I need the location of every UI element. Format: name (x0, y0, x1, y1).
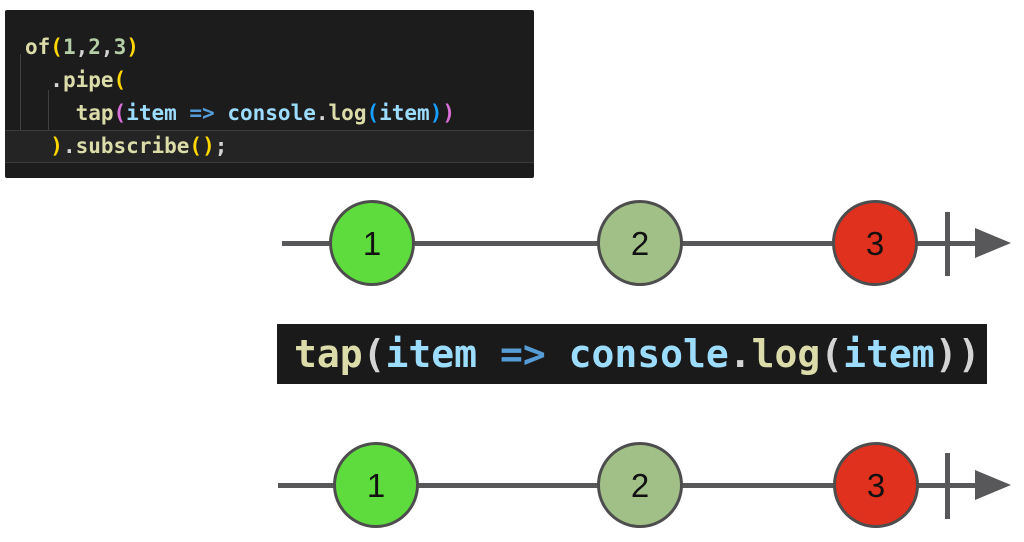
code-line-pipe: .pipe( (5, 64, 534, 97)
code-token: log (328, 101, 367, 125)
code-token: ( (366, 101, 380, 125)
code-token: . (315, 101, 329, 125)
marble-label: 1 (366, 466, 386, 504)
code-token: , (100, 35, 114, 59)
code-token: ( (362, 332, 386, 376)
code-token: ( (820, 332, 844, 376)
code-token: of (25, 35, 51, 59)
code-token (25, 101, 76, 125)
marble-label: 3 (865, 224, 885, 262)
marble-1: 1 (329, 200, 415, 286)
code-token: console (568, 332, 729, 376)
code-token: . (62, 134, 76, 158)
code-token: , (75, 35, 89, 59)
indent-guide (48, 90, 49, 130)
marble-2: 2 (597, 200, 683, 286)
marble-2: 2 (597, 442, 683, 528)
code-token: log (751, 332, 821, 376)
code-token: item (379, 101, 430, 125)
marble-label: 2 (630, 466, 650, 504)
code-token (25, 68, 50, 92)
operator-banner: tap(item => console.log(item)) (277, 324, 987, 384)
input-stream-diagram: 1 2 3 (0, 190, 1024, 300)
code-token: 2 (88, 35, 101, 59)
code-token: ) (442, 101, 456, 125)
code-lines: of(1,2,3) .pipe( tap(item => console.log… (5, 10, 534, 163)
marble-3: 3 (833, 442, 919, 528)
code-token: item (843, 332, 935, 376)
code-token: ( (50, 35, 63, 59)
code-token: ) (202, 134, 215, 158)
code-token: => (189, 101, 215, 125)
code-token: tap (75, 101, 114, 125)
code-token: ) (50, 134, 63, 158)
code-token: ) (429, 101, 443, 125)
code-token: pipe (62, 68, 114, 92)
code-token: ) (126, 35, 139, 59)
marble-3: 3 (832, 200, 918, 286)
code-token: subscribe (75, 134, 190, 158)
code-token (177, 101, 190, 125)
code-token: . (728, 332, 752, 376)
indent-guide (20, 54, 21, 163)
code-token: 1 (62, 35, 76, 59)
code-token: console (227, 101, 316, 125)
code-token: ( (189, 134, 203, 158)
output-stream-diagram: 1 2 3 (0, 432, 1024, 542)
code-line-tap: tap(item => console.log(item)) (5, 97, 534, 130)
code-line-subscribe: ).subscribe(); (5, 130, 534, 163)
arrow-head-icon (975, 470, 1011, 500)
complete-tick (945, 453, 950, 519)
code-token: )) (934, 332, 981, 376)
code-token: tap (294, 332, 363, 376)
code-token: . (50, 68, 63, 92)
complete-tick (945, 212, 950, 276)
code-token: => (499, 332, 546, 376)
marble-label: 1 (362, 224, 382, 262)
code-token (215, 101, 228, 125)
code-editor-snippet: of(1,2,3) .pipe( tap(item => console.log… (5, 10, 534, 178)
code-token: item (385, 332, 478, 376)
arrow-head-icon (975, 228, 1011, 258)
marble-1: 1 (333, 442, 419, 528)
code-token (546, 332, 569, 376)
marble-label: 2 (630, 224, 650, 262)
code-token: ; (214, 134, 228, 158)
code-line-of: of(1,2,3) (5, 31, 534, 64)
code-token: item (126, 101, 177, 125)
marble-label: 3 (866, 466, 886, 504)
code-token: 3 (113, 35, 127, 59)
code-token: ( (113, 101, 127, 125)
code-token (477, 332, 500, 376)
code-token (25, 134, 50, 158)
code-token: ( (113, 68, 127, 92)
